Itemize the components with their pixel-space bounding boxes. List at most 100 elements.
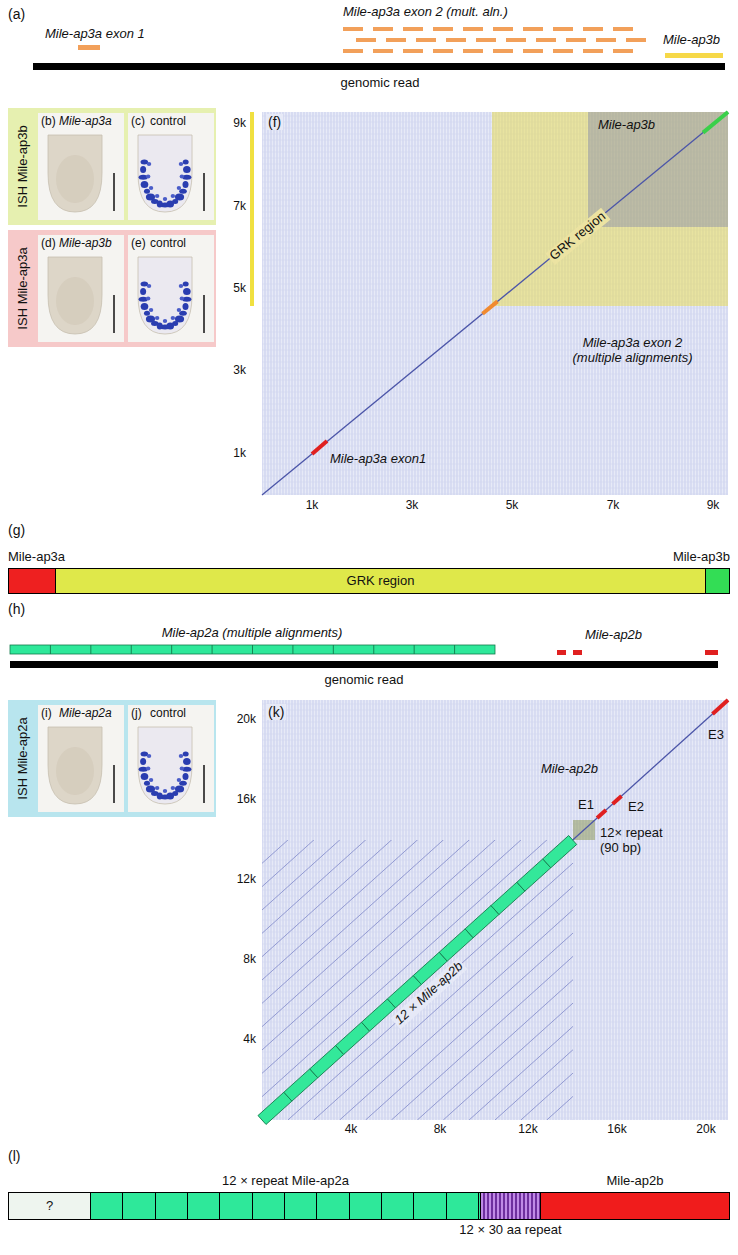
repeat-divider	[252, 645, 253, 654]
repeat-dot-line	[573, 840, 574, 1120]
repeat-bar	[10, 645, 495, 654]
panel-a-art	[33, 27, 725, 70]
exon-alignments	[343, 27, 646, 53]
stained-cell	[146, 766, 150, 770]
stained-cell	[149, 778, 153, 782]
stained-cell	[141, 303, 149, 310]
gene-segment: Mile-ap3b	[705, 568, 730, 594]
stained-cell	[179, 781, 187, 786]
scale-bar	[203, 765, 205, 803]
exon-bar	[557, 650, 566, 655]
exon-label: E3	[708, 728, 724, 743]
embryo	[138, 727, 192, 804]
panel-letter: (b)	[41, 115, 56, 129]
band-label: ISH Mile-ap3a	[16, 247, 31, 329]
repeat-block: 12 × repeat Mile-ap2a	[90, 1192, 481, 1220]
gene-label: Mile-ap2a (multiple alignments)	[162, 626, 343, 641]
stained-cell	[149, 186, 153, 190]
scale-bar	[203, 295, 205, 333]
axis-tick: 8k	[243, 953, 256, 967]
scale-bar	[113, 295, 115, 333]
ish-photo	[128, 705, 214, 812]
exon-alignment	[566, 38, 586, 42]
repeat-dot-line	[443, 840, 573, 1120]
repeat-dot-line	[495, 840, 573, 1120]
repeat-dot-line	[288, 840, 573, 1120]
stained-cell	[179, 754, 183, 758]
gene-label: Mile-ap2b	[541, 762, 598, 777]
exon-alignment	[476, 38, 496, 42]
exon-alignment	[553, 27, 573, 31]
repeat-segment	[465, 906, 499, 938]
stained-cell	[146, 296, 150, 300]
stained-cell	[177, 308, 181, 312]
stained-cell	[149, 308, 153, 312]
exon-alignment	[373, 27, 393, 31]
embryo-tissue	[56, 155, 94, 203]
unknown-segment: ?	[8, 1192, 91, 1220]
stained-cell	[140, 758, 146, 765]
gene-label: Mile-ap2b	[585, 628, 642, 643]
ish-photo	[128, 113, 214, 220]
exon-alignment	[613, 27, 633, 31]
stained-cell	[146, 194, 155, 201]
repeat-divider	[90, 645, 91, 654]
gene-label: Mile-ap3a exon 1	[45, 27, 145, 42]
exon-alignment	[446, 38, 466, 42]
exon-label: E1	[578, 798, 594, 813]
repeat-divider	[212, 645, 213, 654]
ish-photo	[128, 235, 214, 342]
repeat-dot-line	[262, 840, 547, 1120]
exon-mark	[597, 810, 606, 818]
axis-tick: 4k	[345, 1123, 358, 1137]
repeat-dot-line	[262, 840, 443, 1120]
exon-alignment	[506, 38, 526, 42]
repeat-dot-lines	[262, 840, 573, 1120]
repeat-segment	[439, 929, 473, 961]
repeat-dividers	[50, 645, 454, 654]
probe-label: Mile-ap2a	[59, 707, 112, 721]
panel-letter: (h)	[8, 601, 25, 617]
repeat-divider	[131, 645, 132, 654]
axis-tick: 5k	[506, 499, 519, 513]
panel-letter: (f)	[266, 114, 283, 130]
exon-alignment	[583, 49, 603, 53]
segment-label: 12 × repeat Mile-ap2a	[222, 1174, 349, 1189]
exon-alignment	[356, 38, 376, 42]
repeat-divider	[50, 645, 51, 654]
repeat-label: 12× repeat (90 bp)	[600, 826, 678, 856]
stained-cell	[141, 181, 149, 188]
repeat-divider	[292, 645, 293, 654]
segment-label: ?	[46, 1199, 53, 1214]
panel-k-art	[0, 700, 738, 1124]
scale-bar	[113, 173, 115, 211]
exon-alignment	[386, 38, 406, 42]
dotplot-diagonal	[262, 112, 728, 495]
genomic-read-bar	[10, 661, 718, 668]
repeat-dot-line	[469, 840, 573, 1120]
stained-cell	[177, 778, 181, 782]
stained-cell	[155, 194, 159, 198]
probe-label: control	[150, 115, 186, 129]
exon-alignment	[343, 49, 363, 53]
exon-alignment	[463, 27, 483, 31]
exon-alignment	[493, 27, 513, 31]
region-bar	[250, 112, 254, 306]
stained-cell	[146, 174, 150, 178]
axis-tick: 8k	[434, 1123, 447, 1137]
axis-tick: 7k	[607, 499, 620, 513]
axis-tick: 20k	[237, 713, 256, 727]
repeat-segment	[543, 836, 577, 868]
probe-label: Mile-ap3a	[59, 115, 112, 129]
exon-bar	[573, 650, 582, 655]
genomic-read-bar	[33, 63, 725, 70]
gene-label: Mile-ap3b	[598, 118, 655, 133]
repeat-segment	[336, 1022, 370, 1054]
exon-mark	[713, 700, 729, 714]
panel-letter: (a)	[8, 6, 25, 22]
panel-letter: (c)	[131, 115, 145, 129]
panel-letter: (k)	[266, 704, 286, 720]
stained-cell	[179, 189, 187, 194]
axis-tick: 9k	[707, 499, 720, 513]
stained-cell	[147, 284, 151, 288]
